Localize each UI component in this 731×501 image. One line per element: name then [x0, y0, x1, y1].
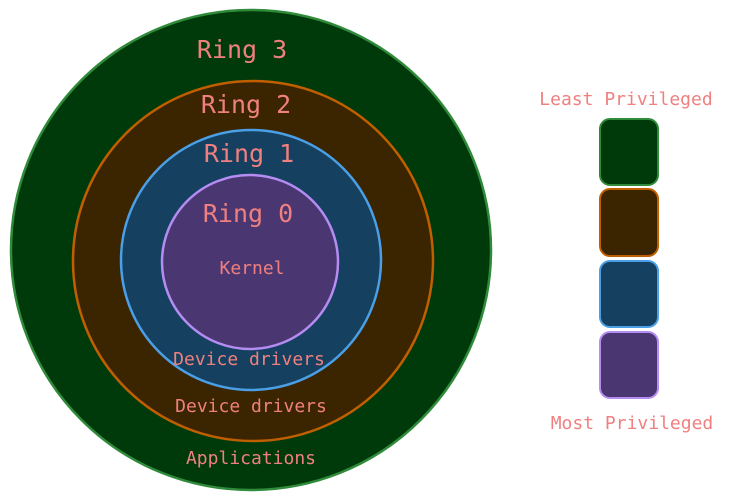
privilege-legend: Least Privileged Most Privileged	[539, 89, 713, 434]
ring-0-circle	[160, 173, 340, 351]
ring-titles: Ring 3 Ring 2 Ring 1 Ring 0	[197, 35, 294, 228]
ring-2-caption: Device drivers	[175, 396, 327, 417]
ring-3-caption: Applications	[186, 448, 316, 469]
legend-swatch-ring-3	[599, 118, 659, 186]
legend-swatch-ring-2	[599, 188, 659, 257]
ring-0-caption: Kernel	[219, 258, 284, 279]
most-privileged-label: Most Privileged	[551, 413, 714, 434]
least-privileged-label: Least Privileged	[539, 89, 712, 110]
ring-3-title: Ring 3	[197, 35, 287, 64]
ring-2-title: Ring 2	[201, 90, 291, 119]
ring-0-title: Ring 0	[203, 199, 293, 228]
ring-1-title: Ring 1	[204, 139, 294, 168]
ring-captions: Kernel Device drivers Device drivers App…	[173, 258, 327, 469]
legend-swatch-ring-0	[599, 331, 659, 399]
legend-swatch-ring-1	[599, 260, 659, 328]
ring-1-caption: Device drivers	[173, 349, 325, 370]
rings-group	[9, 8, 493, 492]
